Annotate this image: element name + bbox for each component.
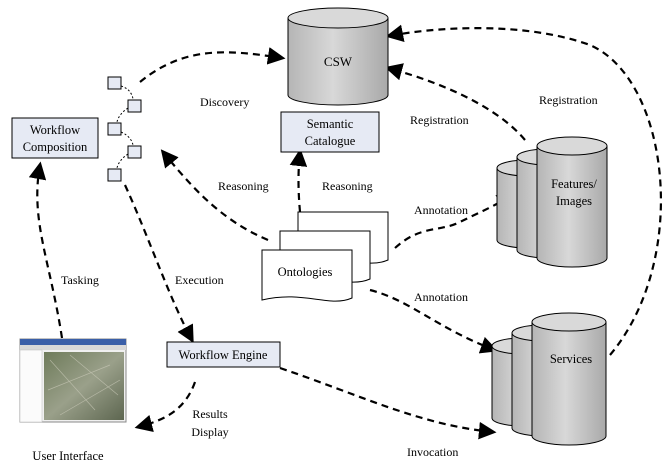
csw-label: CSW [324,54,353,69]
edge-registration-features [384,63,526,141]
edge-registration-services [385,24,662,356]
edge-annotation-services [369,288,499,354]
features-images-label-2: Images [556,194,592,208]
edge-results-display [134,381,197,432]
label-execution: Execution [175,273,224,287]
workflow-chain-icon [107,76,142,182]
edge-reasoning-catalogue [289,148,308,213]
edge-discovery [139,47,286,83]
label-discovery: Discovery [200,95,249,109]
features-images-label-1: Features/ [551,177,597,191]
workflow-engine-box: Workflow Engine [166,341,281,368]
semantic-catalogue-box: Semantic Catalogue [280,111,380,153]
edge-invocation [279,366,497,440]
workflow-composition-box: Workflow Composition [11,117,99,159]
label-annotation-services: Annotation [414,290,468,304]
ontologies-label: Ontologies [278,265,333,279]
services-cylinders: Services [491,312,607,446]
edge-tasking [28,161,64,339]
workflow-composition-label-1: Workflow [30,123,80,137]
edge-reasoning-workflow [160,149,269,242]
edge-annotation-features [394,193,515,249]
label-reasoning-workflow: Reasoning [218,179,269,193]
label-display: Display [191,425,228,439]
label-reasoning-catalogue: Reasoning [322,179,373,193]
features-images-cylinders: Features/ Images [496,136,608,268]
user-interface-label: User Interface [32,449,104,463]
workflow-composition-label-2: Composition [23,140,88,154]
services-label: Services [550,352,592,366]
edge-execution [123,184,194,344]
workflow-engine-label: Workflow Engine [179,348,268,362]
label-annotation-features: Annotation [414,203,468,217]
label-invocation: Invocation [407,445,458,459]
semantic-catalogue-label-2: Catalogue [305,134,356,148]
ontologies-documents: Ontologies [261,211,389,302]
label-tasking: Tasking [61,273,99,287]
user-interface-screenshot: User Interface [19,338,127,463]
label-registration-catalogue: Registration [410,113,469,127]
semantic-catalogue-label-1: Semantic [307,117,354,131]
label-results: Results [192,407,228,421]
csw-cylinder: CSW [287,7,389,106]
label-registration-services: Registration [539,93,598,107]
